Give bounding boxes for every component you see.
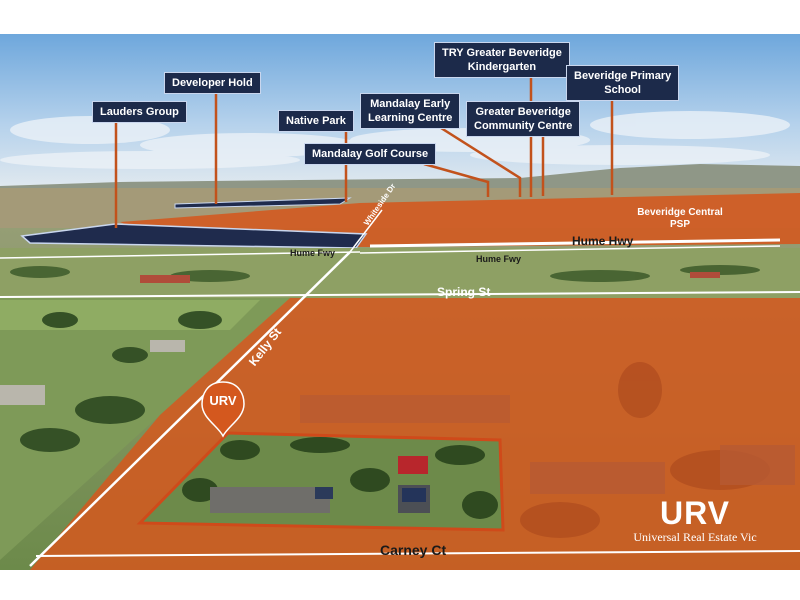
spring-st-road xyxy=(0,291,800,298)
callout-text: Mandalay Early xyxy=(370,98,451,110)
pin-logo-text: URV xyxy=(209,393,237,408)
brand-logo-mark: URV xyxy=(660,495,730,531)
brand-watermark: URV Universal Real Estate Vic xyxy=(620,496,770,544)
whiteside-dr-road xyxy=(349,209,383,253)
callout-mandalay-early-learning: Mandalay Early Learning Centre xyxy=(360,93,461,129)
carney-ct-road xyxy=(35,550,800,557)
location-pin xyxy=(201,381,245,438)
road-label-spring-st: Spring St xyxy=(437,285,491,299)
hume-fwy-road xyxy=(0,251,361,259)
callout-text: Beveridge Primary xyxy=(574,70,672,82)
road-label-hume-hwy: Hume Hwy xyxy=(572,234,634,248)
callout-mandalay-golf-course: Mandalay Golf Course xyxy=(304,143,437,165)
callout-leaders xyxy=(114,78,614,228)
callout-text: Learning Centre xyxy=(368,112,453,124)
callout-beveridge-primary: Beveridge Primary School xyxy=(566,65,680,101)
callout-text: Lauders Group xyxy=(100,106,179,118)
area-label-line: PSP xyxy=(669,219,690,230)
callout-text: TRY Greater Beveridge xyxy=(442,47,562,59)
callout-text: Developer Hold xyxy=(172,77,253,89)
beveridge-central-psp-label: Beveridge Central PSP xyxy=(620,207,740,231)
lauders-group-parcel xyxy=(20,223,368,249)
area-label-line: Beveridge Central xyxy=(637,207,723,218)
callout-greater-beveridge-community: Greater Beveridge Community Centre xyxy=(466,101,581,137)
callout-text: Community Centre xyxy=(474,120,573,132)
property-trees xyxy=(182,437,498,519)
brand-name: Universal Real Estate Vic xyxy=(633,530,757,544)
developer-hold-parcel xyxy=(174,197,352,209)
kelly-st-road xyxy=(29,251,351,567)
callout-text: Kindergarten xyxy=(467,61,537,73)
house-roof xyxy=(210,487,330,513)
callout-lauders-group: Lauders Group xyxy=(92,101,187,123)
callout-native-park: Native Park xyxy=(278,110,354,132)
road-label-carney-ct: Carney Ct xyxy=(380,542,447,558)
callout-developer-hold: Developer Hold xyxy=(164,72,261,94)
callout-text: Greater Beveridge xyxy=(475,106,571,118)
road-label-hume-fwy-right: Hume Fwy xyxy=(476,254,522,264)
callout-text: Mandalay Golf Course xyxy=(312,148,429,160)
road-label-hume-fwy-left: Hume Fwy xyxy=(290,248,336,258)
callout-text: Native Park xyxy=(286,115,346,127)
red-shed-roof xyxy=(398,456,428,474)
callout-text: School xyxy=(604,84,641,96)
callout-try-kindergarten: TRY Greater Beveridge Kindergarten xyxy=(434,42,570,78)
hume-hwy-road xyxy=(369,238,781,248)
